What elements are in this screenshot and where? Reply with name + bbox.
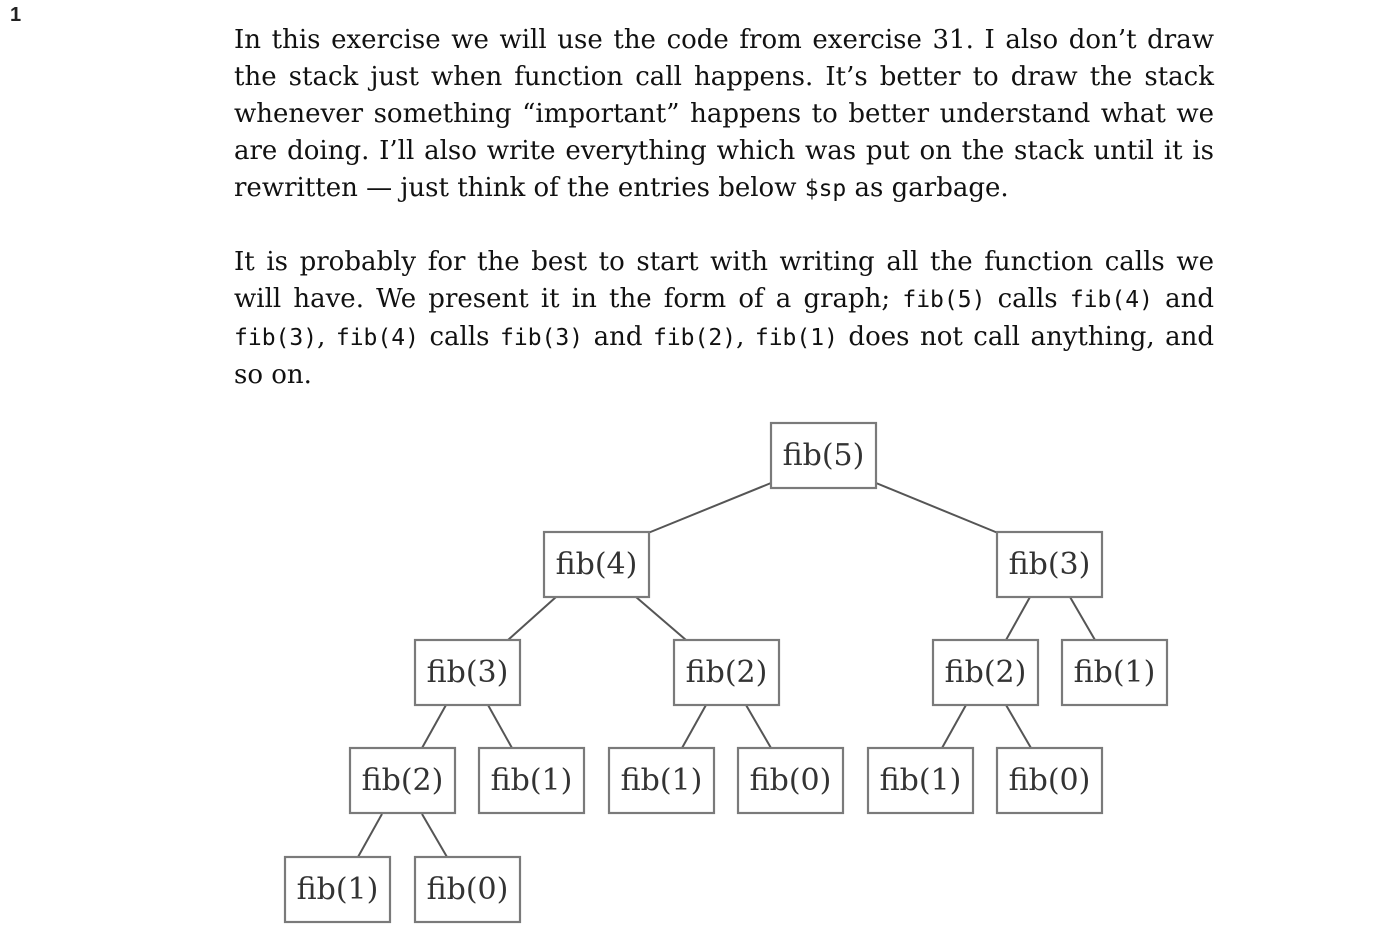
- tree-node-fib0-level3-a: fib(0): [736, 746, 845, 815]
- tree-node-fib3-right: fib(3): [995, 530, 1104, 599]
- node-label: fib(2): [945, 655, 1027, 690]
- intro-text-2: as garbage.: [846, 173, 1009, 203]
- tree-node-fib2-level3: fib(2): [348, 746, 457, 815]
- edge-fib4-fib3: [507, 596, 557, 641]
- tree-node-fib2-right: fib(2): [931, 638, 1040, 707]
- node-label: fib(1): [297, 872, 379, 907]
- node-label: fib(0): [427, 872, 509, 907]
- edge-fib3-fib1-right: [1069, 596, 1096, 641]
- tree-node-fib1-level3-c: fib(1): [866, 746, 975, 815]
- p2-text-5: calls: [418, 322, 500, 352]
- p2-text-4: ,: [317, 322, 336, 352]
- node-label: fib(0): [750, 763, 832, 798]
- tree-node-fib4: fib(4): [542, 530, 651, 599]
- edge-fib2-fib1-mid: [681, 704, 707, 749]
- edge-fib3-fib2-right: [1005, 596, 1031, 641]
- node-label: fib(1): [880, 763, 962, 798]
- edge-fib4-fib2: [635, 596, 687, 641]
- tree-node-fib2-mid: fib(2): [672, 638, 781, 707]
- node-label: fib(4): [556, 547, 638, 582]
- p2-text-8: does not call anything, and so on.: [234, 322, 1214, 390]
- intro-text-1: In this exercise we will use the code fr…: [234, 25, 1214, 203]
- edge-fib5-fib3: [875, 482, 999, 534]
- tree-node-fib1-right: fib(1): [1060, 638, 1169, 707]
- p2-code-6: fib(2): [652, 325, 737, 351]
- edge-fib3-fib2-left: [421, 704, 447, 749]
- edge-fib2-fib1-right: [941, 704, 967, 749]
- p2-text-3: and: [1152, 284, 1214, 314]
- edge-fib3-fib1-left: [487, 704, 513, 749]
- p2-code-3: fib(3): [234, 325, 318, 351]
- node-label: fib(1): [491, 763, 573, 798]
- node-label: fib(3): [1009, 547, 1091, 582]
- tree-node-fib5: fib(5): [769, 421, 878, 490]
- tree-node-fib1-level4: fib(1): [283, 855, 392, 924]
- p2-code-5: fib(3): [500, 325, 584, 351]
- page-number: 1: [10, 4, 22, 26]
- tree-edges: [357, 482, 1096, 858]
- edge-fib5-fib4: [647, 482, 772, 534]
- intro-paragraph: In this exercise we will use the code fr…: [234, 22, 1214, 208]
- p2-text-7: ,: [736, 322, 755, 352]
- edge-fib2-fib0-right: [1005, 704, 1032, 749]
- p2-text-6: and: [583, 322, 653, 352]
- tree-node-fib3-left: fib(3): [413, 638, 522, 707]
- p2-code-7: fib(1): [754, 325, 838, 351]
- tree-node-fib0-level3-b: fib(0): [995, 746, 1104, 815]
- tree-node-fib0-level4: fib(0): [413, 855, 522, 924]
- node-label: fib(5): [783, 438, 865, 473]
- p2-code-2: fib(4): [1069, 287, 1153, 313]
- edge-fib2-fib0-mid: [745, 704, 772, 749]
- tree-node-fib1-level3-b: fib(1): [607, 746, 716, 815]
- p2-code-4: fib(4): [335, 325, 419, 351]
- edge-fib2-fib0-bottom: [421, 813, 448, 858]
- tree-node-fib1-level3-a: fib(1): [477, 746, 586, 815]
- node-label: fib(3): [427, 655, 509, 690]
- node-label: fib(1): [1074, 655, 1156, 690]
- node-label: fib(0): [1009, 763, 1091, 798]
- p2-code-1: fib(5): [902, 287, 986, 313]
- edge-fib2-fib1-bottom: [357, 813, 383, 858]
- p2-text-1: It is probably for the best to start wit…: [234, 247, 1214, 314]
- sp-register-code: $sp: [804, 176, 847, 202]
- node-label: fib(2): [362, 763, 444, 798]
- p2-text-2: calls: [985, 284, 1070, 314]
- node-label: fib(1): [621, 763, 703, 798]
- call-graph-paragraph: It is probably for the best to start wit…: [234, 244, 1214, 394]
- node-label: fib(2): [686, 655, 768, 690]
